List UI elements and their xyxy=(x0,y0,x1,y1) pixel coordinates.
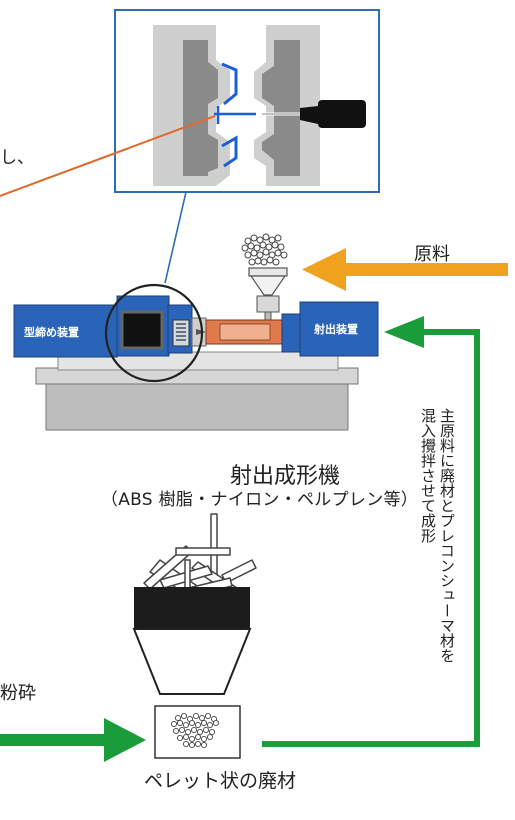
machine-name-label: 射出成形機 xyxy=(229,464,340,489)
raw-material-arrow xyxy=(302,248,508,291)
raw-material-label: 原料 xyxy=(414,244,450,265)
control-panel-icon xyxy=(172,319,190,347)
highlight-circle xyxy=(104,283,204,383)
crush-label: 粉砕 xyxy=(0,683,36,704)
mold-right-inner xyxy=(262,40,300,176)
pellet-scrap-label: ペレット状の廃材 xyxy=(143,770,296,792)
pellets-icon xyxy=(154,705,241,759)
clamp-unit-label: 型締め装置 xyxy=(24,325,79,339)
mold-callout xyxy=(114,9,380,193)
mold-left-inner xyxy=(183,40,218,176)
hopper-icon xyxy=(248,267,288,323)
injection-unit-label: 射出装置 xyxy=(313,322,358,336)
crush-arrow xyxy=(0,718,146,762)
crusher-icon xyxy=(132,513,257,695)
resins-label: （ABS 樹脂・ナイロン・ペルプレン等） xyxy=(100,490,419,510)
process-note-line1: 主原料に廃材とプレコンシューマ材を xyxy=(438,408,456,663)
injection-nozzle-icon xyxy=(300,106,318,124)
partial-text-label: し、 xyxy=(0,148,34,168)
return-arrow xyxy=(262,316,480,747)
callout-connector xyxy=(164,191,187,284)
process-note-line2: 混入攪拌させて成形 xyxy=(419,408,437,543)
callout-pointer-line xyxy=(0,115,216,197)
injection-molding-machine: 型締め装置 射出装置 xyxy=(13,283,379,431)
raw-pellets-icon xyxy=(241,233,288,266)
